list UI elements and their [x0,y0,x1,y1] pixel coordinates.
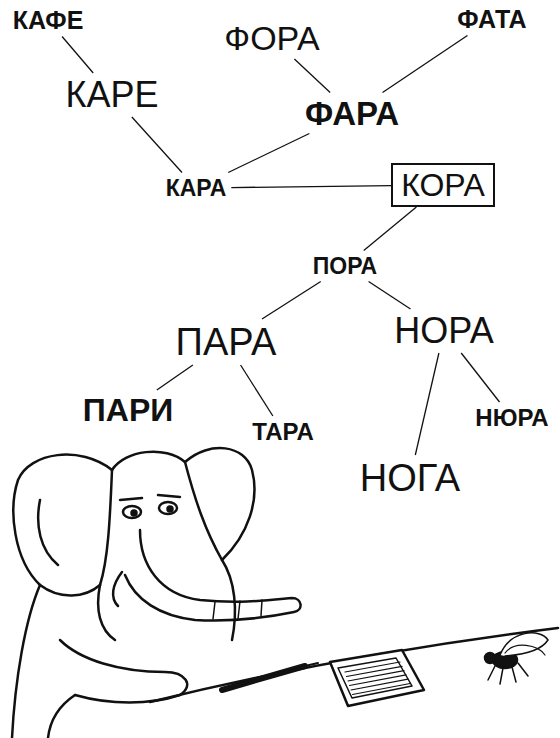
elephant-body [222,560,235,640]
connector-line [62,37,93,74]
word-node: ФАТА [454,5,529,34]
elephant-head [100,470,112,585]
word-text: ФАРА [305,97,399,130]
fly-wing [500,633,548,656]
elephant-body [98,585,115,640]
word-text: ФОРА [224,21,319,55]
word-node: НОРА [391,311,497,351]
word-text: КОРА [401,169,485,201]
elephant-ear [185,448,254,560]
connector-line [231,186,391,188]
word-text: КАРА [166,177,227,200]
elephant-body [12,585,40,738]
word-text: КАРЕ [65,77,158,113]
boxed-word: КОРА [391,163,495,207]
elephant-eye [159,502,177,514]
word-node: КАРА [163,175,230,202]
fly-head [485,653,495,663]
pen-tip [305,663,318,666]
word-node: ПАРИ [80,392,176,428]
word-text: НЮРА [475,406,548,430]
writing-line [353,684,411,695]
connector-line [364,207,417,251]
pupil [132,511,137,516]
writing-line [350,675,407,686]
connector-line [262,282,321,320]
connector-line [157,365,193,390]
elephant-head [185,462,222,560]
elephant-head [112,452,185,470]
word-node: ФАРА [302,95,402,132]
connector-line [415,353,439,455]
word-text: ПАРА [176,323,277,361]
paper-sheet-outline [338,658,412,698]
fly-wing [505,645,545,655]
paper-sheet [330,650,424,706]
connector-line [294,59,330,93]
word-text: НОГА [360,459,460,497]
ear-detail [38,500,58,565]
word-text: КАФЕ [13,8,84,33]
word-node: КАРЕ [62,75,161,115]
word-node: ПОРА [310,253,380,280]
elephant-trunk [125,530,301,621]
word-node: НЮРА [472,404,551,432]
pupil [168,507,173,512]
writing-line [348,671,404,681]
word-node: НОГА [357,457,463,499]
fly-legs [488,663,528,684]
elephant-mouth [113,572,122,606]
writing-line [351,679,408,690]
eyebrows [120,495,180,500]
connector-line [228,134,309,173]
word-text: ПОРА [313,255,377,278]
connector-line [132,117,182,173]
elephant-arm [60,640,187,703]
elephant-arm [48,695,75,738]
writing-line [345,662,400,672]
word-node: ФОРА [221,19,322,57]
connector-line [383,36,468,93]
elephant-eye [123,506,141,518]
word-node: КАФЕ [10,6,87,35]
word-node: ПАРА [173,321,280,363]
word-text: ПАРИ [83,394,173,426]
connector-line [369,282,411,310]
paper-writing [345,662,410,695]
word-text: ТАРА [252,420,314,444]
trunk-folds [213,600,262,619]
elephant-ear [13,455,112,596]
word-text: ФАТА [457,7,526,32]
connector-line [241,365,273,416]
connector-line [461,353,499,402]
pen [222,666,305,690]
word-text: НОРА [394,313,494,349]
word-node: ТАРА [249,418,317,446]
writing-line [347,666,403,676]
